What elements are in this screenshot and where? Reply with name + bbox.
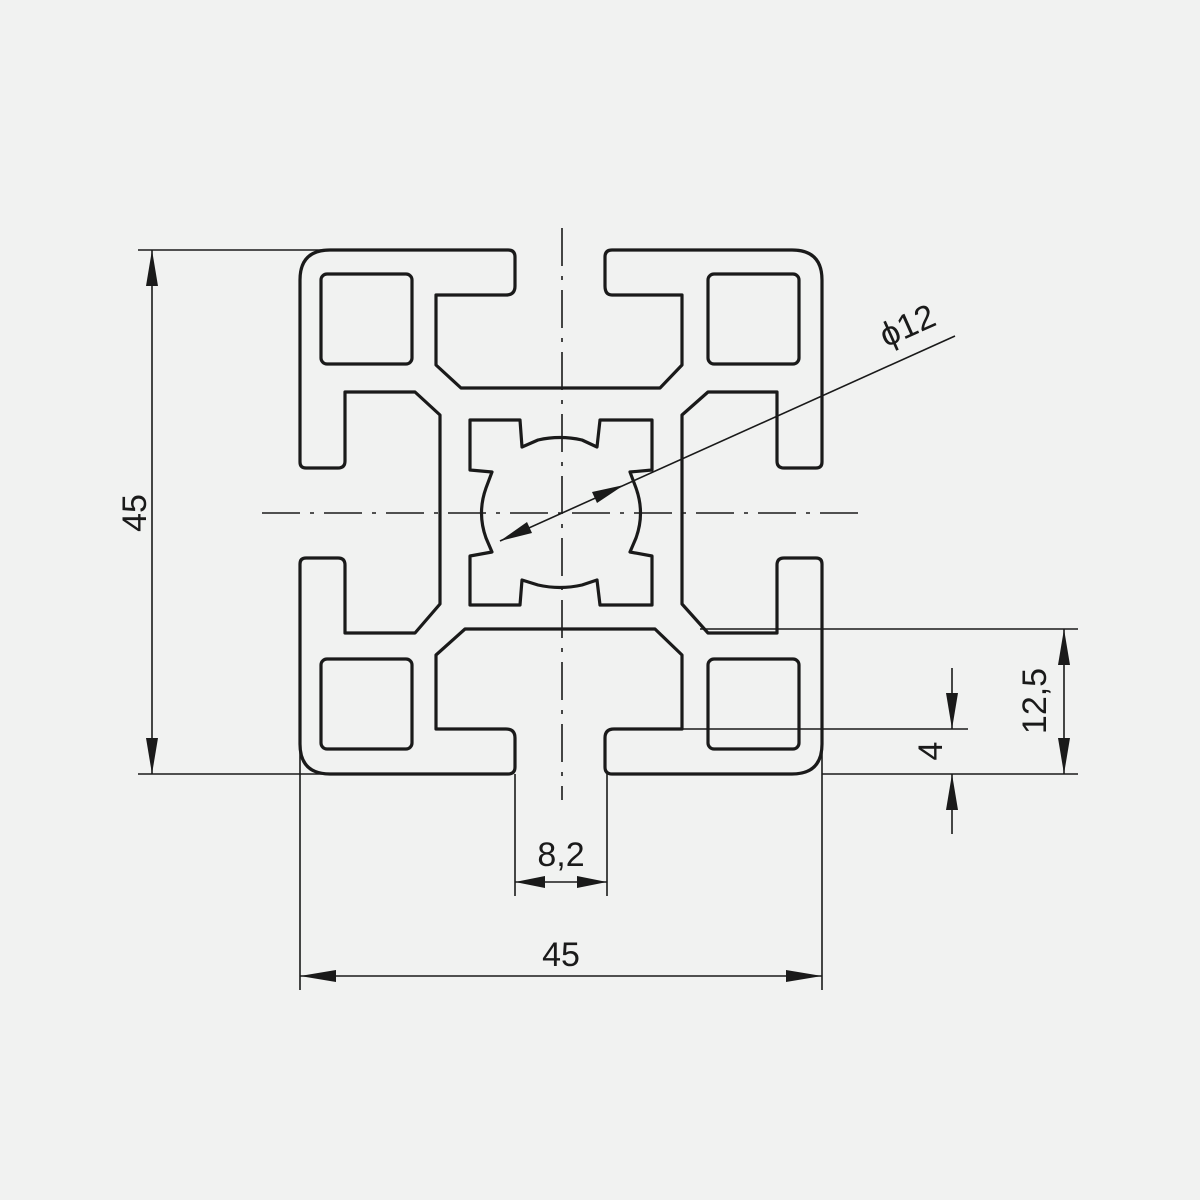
arrow-slot-left [515, 876, 545, 888]
arrow-width-left [300, 970, 336, 982]
corner-hollow-top-right [706, 272, 801, 366]
arrow-12-5-bottom [1058, 738, 1070, 774]
profile-outline [298, 248, 824, 776]
arrow-height-bottom [146, 738, 158, 774]
arrow-4-upper [946, 693, 958, 729]
arrow-bore-upper [592, 485, 624, 503]
arrow-12-5-top [1058, 629, 1070, 665]
dim-label-slot-width: 8,2 [537, 836, 584, 874]
dim-label-height: 45 [116, 494, 154, 532]
core-cavity [468, 418, 654, 607]
corner-hollow-top-left [319, 272, 414, 366]
corner-hollow-bottom-left [319, 657, 414, 751]
dim-label-12-5: 12,5 [1016, 668, 1054, 734]
arrow-width-right [786, 970, 822, 982]
dim-label-width: 45 [542, 936, 580, 974]
arrow-4-lower [946, 774, 958, 810]
dim-line-bore [499, 335, 956, 542]
arrow-bore-lower [500, 522, 532, 541]
arrow-slot-right [577, 876, 607, 888]
corner-hollow-bottom-right [706, 657, 801, 751]
arrow-height-top [146, 250, 158, 286]
dim-label-4: 4 [912, 742, 950, 761]
